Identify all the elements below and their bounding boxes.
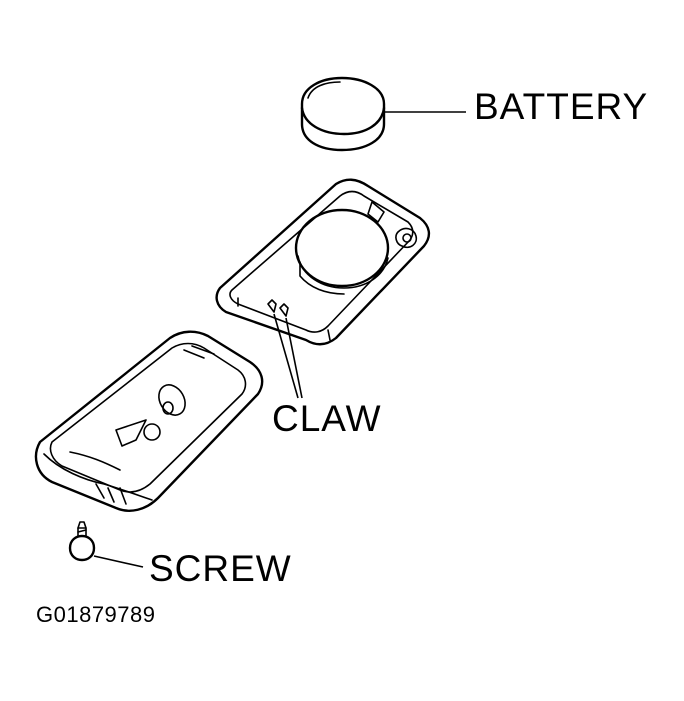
screw-label: SCREW [149, 548, 292, 589]
lower-case-half [34, 330, 264, 512]
upper-case-half [215, 178, 431, 346]
battery-label: BATTERY [474, 86, 649, 127]
screw-leader-line [93, 555, 144, 568]
battery-coin-cell [300, 76, 386, 152]
figure-id: G01879789 [36, 602, 156, 627]
screw-part [68, 521, 96, 562]
claw-leader-lines [273, 313, 303, 399]
claw-label: CLAW [272, 398, 382, 439]
